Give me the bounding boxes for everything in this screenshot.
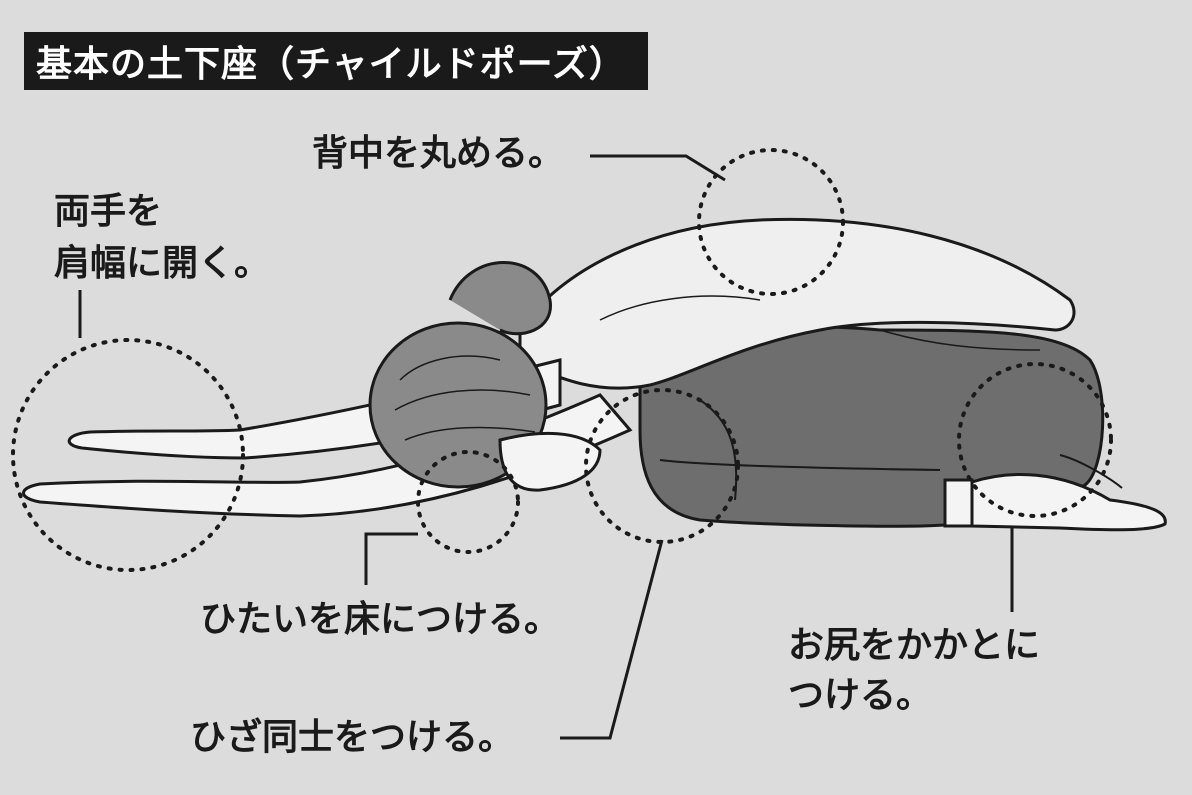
knees-highlight-circle — [584, 388, 740, 544]
head — [368, 261, 602, 492]
hips-annotation-line2: つける。 — [788, 675, 933, 716]
torso — [518, 217, 1076, 390]
hips-annotation-line1: お尻をかかとに — [788, 625, 1041, 666]
title-banner: 基本の土下座（チャイルドポーズ） — [24, 32, 648, 90]
hands-annotation-line2: 肩幅に開く。 — [54, 243, 271, 284]
forehead-annotation: ひたいを床につける。 — [200, 599, 561, 640]
hands-annotation-line1: 両手を — [54, 191, 163, 232]
back-annotation: 背中を丸める。 — [312, 133, 565, 174]
highlight-circles — [11, 148, 1113, 572]
back-leader-line — [590, 154, 726, 182]
hands-highlight-circle — [11, 338, 245, 572]
page-title: 基本の土下座（チャイルドポーズ） — [36, 44, 626, 85]
leader-lines — [78, 154, 1014, 740]
forehead-leader-line — [364, 532, 418, 585]
hips-highlight-circle — [957, 362, 1113, 518]
forehead-highlight-circle — [416, 450, 520, 554]
knees-leader-line — [560, 539, 664, 740]
back-highlight-circle — [697, 148, 845, 296]
knees-annotation: ひざ同士をつける。 — [190, 717, 515, 758]
